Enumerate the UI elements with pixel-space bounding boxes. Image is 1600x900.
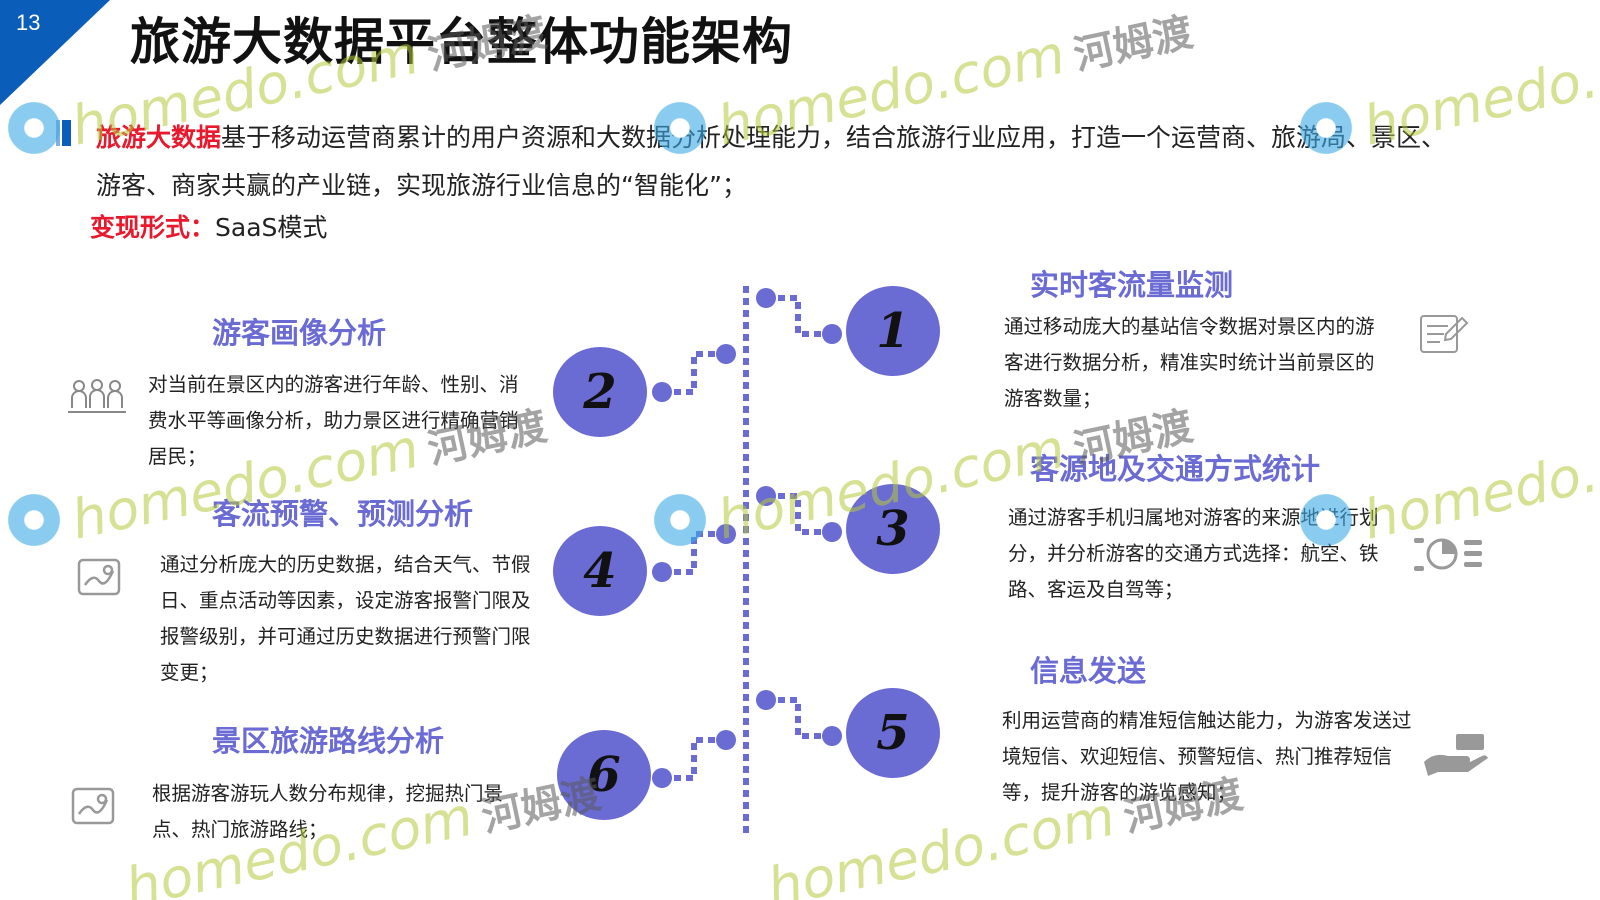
intro-paragraph: 旅游大数据基于移动运营商累计的用户资源和大数据分析处理能力，结合旅游行业应用，打…	[96, 114, 1456, 210]
corner-banner	[0, 0, 110, 105]
section-title-origin-transport: 客源地及交通方式统计	[1030, 452, 1321, 486]
dot-5b	[822, 726, 842, 746]
dot-3a	[756, 486, 776, 506]
section-title-visitor-profile: 游客画像分析	[212, 316, 387, 350]
dot-6b	[716, 730, 736, 750]
number-circle-5: 5	[846, 688, 940, 778]
dot-6a	[652, 768, 672, 788]
dot-2a	[652, 382, 672, 402]
hand-message-icon	[1424, 734, 1488, 776]
slide-title: 旅游大数据平台整体功能架构	[130, 13, 793, 71]
number-circle-1: 1	[846, 286, 940, 376]
pie-chart-icon	[1414, 538, 1482, 571]
connector-5	[766, 697, 832, 739]
map-route-icon	[77, 558, 121, 596]
number-circle-2: 2	[553, 347, 647, 437]
connector-4	[662, 531, 726, 575]
dot-3b	[822, 522, 842, 542]
section-title-message-sending: 信息发送	[1030, 654, 1147, 688]
intro-highlight: 旅游大数据	[96, 123, 222, 152]
number-circle-3: 3	[846, 484, 940, 574]
section-desc-origin-transport: 通过游客手机归属地对游客的来源地进行划分，并分析游客的交通方式选择：航空、铁路、…	[1008, 506, 1379, 601]
connector-6	[662, 737, 726, 781]
clipboard-edit-icon	[1420, 315, 1469, 353]
intro-text: 基于移动运营商累计的用户资源和大数据分析处理能力，结合旅游行业应用，打造一个运营…	[96, 123, 1447, 200]
dot-4b	[716, 524, 736, 544]
connector-3	[766, 493, 832, 535]
section-desc-visitor-profile: 对当前在景区内的游客进行年龄、性别、消费水平等画像分析，助力景区进行精确营销居民…	[148, 373, 519, 468]
dot-2b	[716, 344, 736, 364]
dot-5a	[756, 690, 776, 710]
connector-1	[766, 295, 832, 337]
section-title-route-analysis: 景区旅游路线分析	[212, 724, 445, 758]
map-route-icon	[71, 787, 115, 825]
monetization-value: SaaS模式	[215, 213, 328, 242]
connector-2	[662, 351, 726, 395]
section-desc-route-analysis: 根据游客游玩人数分布规律，挖掘热门景点、热门旅游路线；	[152, 782, 504, 841]
dot-1a	[756, 288, 776, 308]
page-number: 13	[16, 10, 41, 35]
dot-4a	[652, 562, 672, 582]
section-title-realtime-flow: 实时客流量监测	[1030, 268, 1234, 302]
monetization-line: 变现形式：SaaS模式	[90, 208, 327, 244]
section-desc-message-sending: 利用运营商的精准短信触达能力，为游客发送过境短信、欢迎短信、预警短信、热门推荐短…	[1002, 709, 1412, 804]
section-title-flow-warning: 客流预警、预测分析	[212, 497, 474, 531]
number-circle-6: 6	[557, 730, 651, 820]
dot-1b	[822, 324, 842, 344]
people-group-icon	[68, 379, 126, 413]
section-desc-flow-warning: 通过分析庞大的历史数据，结合天气、节假日、重点活动等因素，设定游客报警门限及报警…	[160, 553, 531, 684]
number-circle-4: 4	[553, 526, 647, 616]
monetization-label: 变现形式：	[90, 213, 216, 242]
section-desc-realtime-flow: 通过移动庞大的基站信令数据对景区内的游客进行数据分析，精准实时统计当前景区的游客…	[1004, 315, 1375, 410]
